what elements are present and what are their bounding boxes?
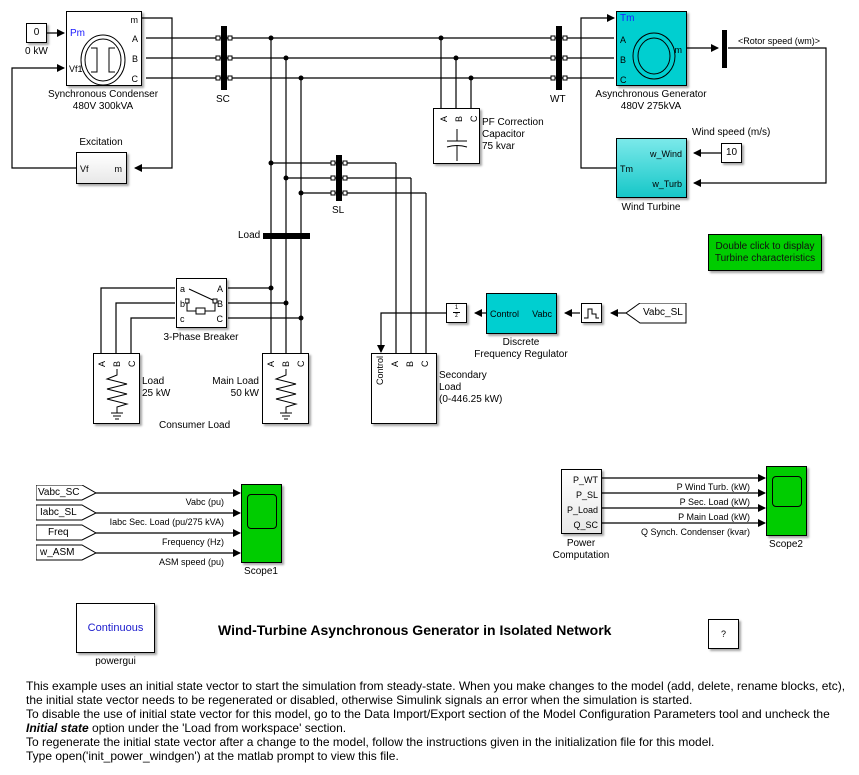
bus-bar-load [263,233,310,239]
bus-wt-label: WT [550,94,566,105]
signal-label: Frequency (Hz) [161,537,224,547]
from-tag-vabc-sl[interactable] [626,303,688,324]
from-tag-vabc-sc: Vabc_SC [38,487,80,498]
resistor-icon [274,369,298,420]
bus-sl-label: SL [332,205,345,216]
scope2-block[interactable] [766,466,807,536]
constant-pm-label: 0 kW [25,46,48,57]
synchronous-machine-icon [80,34,126,86]
load-25kw-block[interactable]: A B C [93,353,140,424]
signal-label: P Main Load (kW) [678,512,750,522]
main-load-block[interactable]: A B C [262,353,309,424]
pf-correction-capacitor-block[interactable]: A B C [433,108,480,164]
excitation-label: Excitation [79,137,123,148]
induction-machine-icon [632,32,676,80]
power-computation-block[interactable]: P_WT P_SL P_Load Q_SC [561,469,602,534]
capacitor-icon [446,129,468,161]
bus-bar-sl [336,155,342,201]
scope1-block[interactable] [241,484,282,563]
signal-label: P Sec. Load (kW) [679,497,750,507]
scope1-label: Scope1 [244,566,278,577]
wind-speed-constant[interactable]: 10 [721,143,742,163]
zoh-step-icon [584,308,599,319]
asynchronous-generator-block[interactable]: Tm A B C m [616,11,687,86]
consumer-load-label: Consumer Load [159,420,231,431]
signal-label: Q Synch. Condenser (kvar) [640,527,750,537]
rotor-speed-signal-label: <Rotor speed (wm)> [738,36,821,46]
bus-bar-sc [221,26,227,90]
help-button[interactable]: ? [708,619,739,649]
signal-label: P Wind Turb. (kW) [676,482,750,492]
from-tag-freq: Freq [48,527,69,538]
wind-speed-label: Wind speed (m/s) [692,127,771,138]
bus-load-label: Load [238,230,261,241]
rotor-speed-selector [722,30,727,68]
model-description: This example uses an initial state vecto… [26,679,846,763]
three-phase-breaker-block[interactable]: a b c A B C [176,278,227,328]
secondary-load-block[interactable]: Control A B C [371,353,437,424]
frequency-regulator-block[interactable]: Control Vabc [486,293,557,334]
scope2-label: Scope2 [769,539,803,550]
model-title: Wind-Turbine Asynchronous Generator in I… [218,622,612,638]
breaker-switch-icon [185,288,218,315]
resistor-icon [105,369,129,420]
powergui-block[interactable]: Continuous [76,603,155,653]
scope-screen-icon [247,494,277,529]
signal-label: Vabc (pu) [185,497,224,507]
excitation-block[interactable]: Vf m [76,152,127,184]
from-tag-iabc-sl: Iabc_SL [40,507,77,518]
wind-turbine-block[interactable]: w_Wind Tm w_Turb [616,138,687,198]
scope-screen-icon [772,476,802,507]
powergui-label: powergui [95,656,136,667]
synchronous-condenser-block[interactable]: Pm Vf1 m A B C [66,11,142,86]
breaker-label: 3-Phase Breaker [163,332,239,343]
from-tag-w-asm: w_ASM [40,547,75,558]
signal-label: Iabc Sec. Load (pu/275 kVA) [109,517,224,527]
bus-bar-wt [556,26,562,90]
constant-pm-block[interactable]: 0 [26,23,47,43]
signal-label: ASM speed (pu) [158,557,224,567]
bus-sc-label: SC [216,94,230,105]
from-tags-scope1[interactable] [36,485,98,565]
wind-turbine-label: Wind Turbine [621,202,681,213]
zero-order-hold-block[interactable] [581,303,602,323]
